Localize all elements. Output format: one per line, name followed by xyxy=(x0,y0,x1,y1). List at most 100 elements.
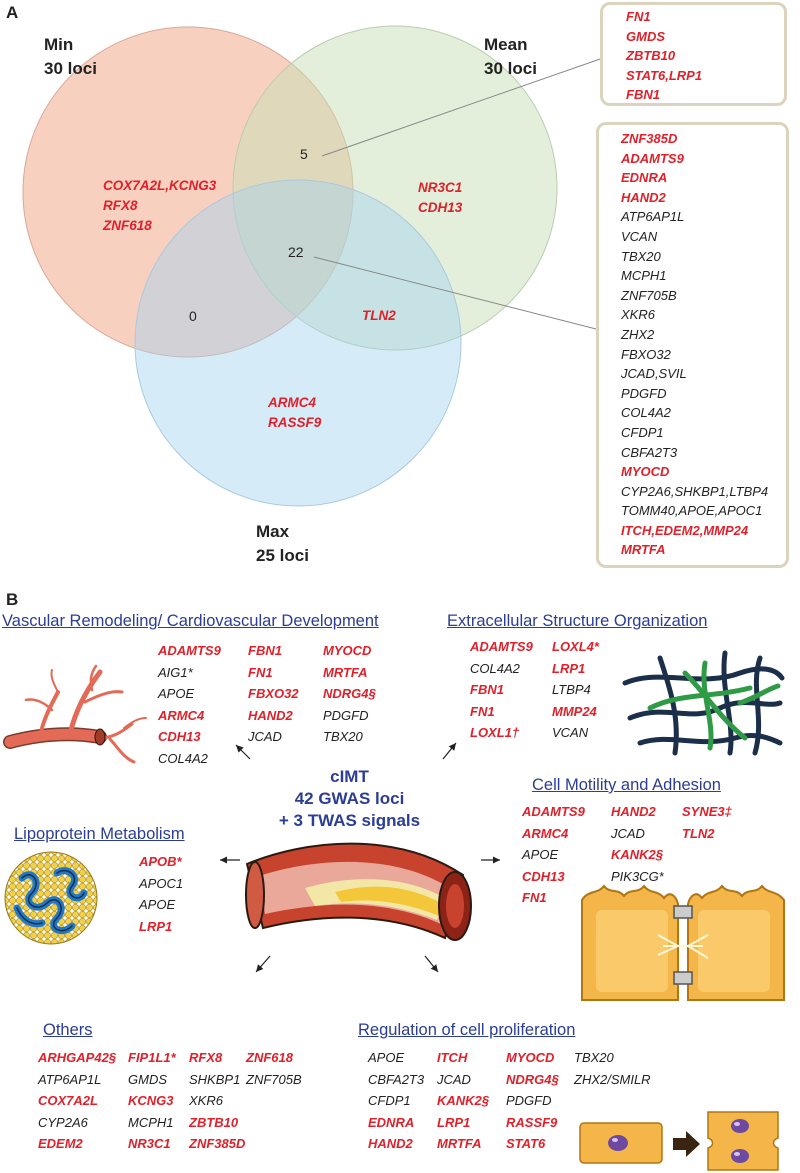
gene-label: APOE xyxy=(522,847,559,863)
gene-label: PIK3CG* xyxy=(611,868,664,884)
gene-label: VCAN xyxy=(552,725,589,741)
arrow-to-others xyxy=(255,955,271,973)
gene-label: LOXL1† xyxy=(470,725,520,741)
gene-label: FN1 xyxy=(248,664,273,680)
gene-label: ITCH,EDEM2,MMP24 xyxy=(621,522,749,538)
gene-label: ZNF385D xyxy=(621,131,678,146)
gene-label: ZBTB10 xyxy=(626,48,676,64)
gene-label: SYNE3‡ xyxy=(682,804,732,819)
gene-label: CDH13 xyxy=(158,729,201,745)
region-gene: ZNF618 xyxy=(103,218,152,233)
heading-proliferation: Regulation of cell proliferation xyxy=(358,1021,576,1039)
set-min-name: Min xyxy=(44,35,74,54)
set-max-label: Max 25 loci xyxy=(256,520,309,568)
heading-extracellular: Extracellular Structure Organization xyxy=(447,612,708,630)
region-all-count: 22 xyxy=(288,244,304,260)
gene-label: ARHGAP42§ xyxy=(38,1050,117,1065)
heading-vascular: Vascular Remodeling/ Cardiovascular Deve… xyxy=(2,612,379,630)
gene-label: EDNRA xyxy=(621,170,668,186)
gene-label: EDEM2 xyxy=(38,1136,83,1152)
cell-proliferation-illustration xyxy=(579,1111,779,1171)
region-gene: NR3C1 xyxy=(418,180,463,195)
gene-label: ADAMTS9 xyxy=(158,643,221,658)
region-mean-max-gene: TLN2 xyxy=(362,308,396,323)
gene-label: ADAMTS9 xyxy=(522,804,585,819)
gene-label: LOXL4* xyxy=(552,639,599,654)
gene-label: MMP24 xyxy=(552,703,597,719)
set-min-loci: 30 loci xyxy=(44,59,97,78)
gene-label: PDGFD xyxy=(323,707,369,723)
gene-label: MYOCD xyxy=(323,643,372,658)
gene-label: LRP1 xyxy=(139,918,173,934)
region-gene: CDH13 xyxy=(418,200,463,215)
gene-label: COL4A2 xyxy=(621,405,671,421)
gene-label: HAND2 xyxy=(368,1136,413,1152)
gene-label: FBXO32 xyxy=(621,346,671,362)
gene-label: ITCH xyxy=(437,1050,468,1065)
gene-label: FBN1 xyxy=(626,87,660,103)
gene-label: CDH13 xyxy=(522,868,565,884)
arrow-to-vascular xyxy=(235,744,251,760)
gene-label: TBX20 xyxy=(574,1050,614,1065)
leader-line-bottom xyxy=(313,256,601,331)
gene-label: ADAMTS9 xyxy=(470,639,533,654)
gene-label: ATP6AP1L xyxy=(38,1071,102,1087)
gene-label: FBN1 xyxy=(470,682,504,698)
gene-label: CBFA2T3 xyxy=(621,444,678,460)
arrow-to-extracellular xyxy=(442,742,457,760)
gene-label: MRTFA xyxy=(621,542,666,558)
gene-label: JCAD,SVIL xyxy=(621,366,687,382)
gene-label: VCAN xyxy=(621,228,658,244)
gene-label: HAND2 xyxy=(621,189,666,205)
gene-label: LRP1 xyxy=(437,1114,471,1130)
center-line-3: + 3 TWAS signals xyxy=(278,811,421,830)
gene-label: PDGFD xyxy=(621,385,667,401)
gene-label: MRTFA xyxy=(437,1136,482,1152)
set-mean-loci: 30 loci xyxy=(484,59,537,78)
gene-label: RFX8 xyxy=(189,1050,223,1065)
gene-label: GMDS xyxy=(128,1071,167,1087)
venn-circle-mean xyxy=(232,25,558,351)
gene-label: ARMC4 xyxy=(158,707,205,723)
gene-label: CYP2A6 xyxy=(38,1114,88,1130)
gene-label: TOMM40,APOE,APOC1 xyxy=(621,503,763,519)
gene-label: MCPH1 xyxy=(128,1114,174,1130)
gene-label: XKR6 xyxy=(189,1093,223,1109)
gene-label: STAT6 xyxy=(506,1136,546,1152)
region-min-only: COX7A2L,KCNG3 RFX8 ZNF618 xyxy=(103,176,216,236)
arrow-to-proliferation xyxy=(424,955,439,973)
gene-label: FIP1L1* xyxy=(128,1050,176,1065)
region-gene: ARMC4 xyxy=(268,395,317,410)
center-title: cIMT 42 GWAS loci + 3 TWAS signals xyxy=(262,766,437,832)
gene-label: COL4A2 xyxy=(470,660,520,676)
gene-label: COX7A2L xyxy=(38,1093,98,1109)
gene-label: ADAMTS9 xyxy=(621,150,684,166)
gene-label: GMDS xyxy=(626,28,665,44)
gene-label: CFDP1 xyxy=(621,424,664,440)
gene-label: APOE xyxy=(139,897,176,913)
vessel-branch-illustration xyxy=(3,664,147,764)
gene-label: KANK2§ xyxy=(437,1093,490,1109)
gene-label: FN1 xyxy=(522,890,547,906)
gene-label: COL4A2 xyxy=(158,750,208,766)
gene-label: XKR6 xyxy=(621,307,655,323)
region-max-only: ARMC4 RASSF9 xyxy=(268,393,321,433)
region-min-max-count: 0 xyxy=(189,308,197,324)
venn-circle-max xyxy=(134,179,462,507)
gene-label: LTBP4 xyxy=(552,682,591,698)
artery-plaque-illustration xyxy=(245,842,472,941)
gene-label: HAND2 xyxy=(248,707,293,723)
center-line-2: 42 GWAS loci xyxy=(294,789,405,808)
